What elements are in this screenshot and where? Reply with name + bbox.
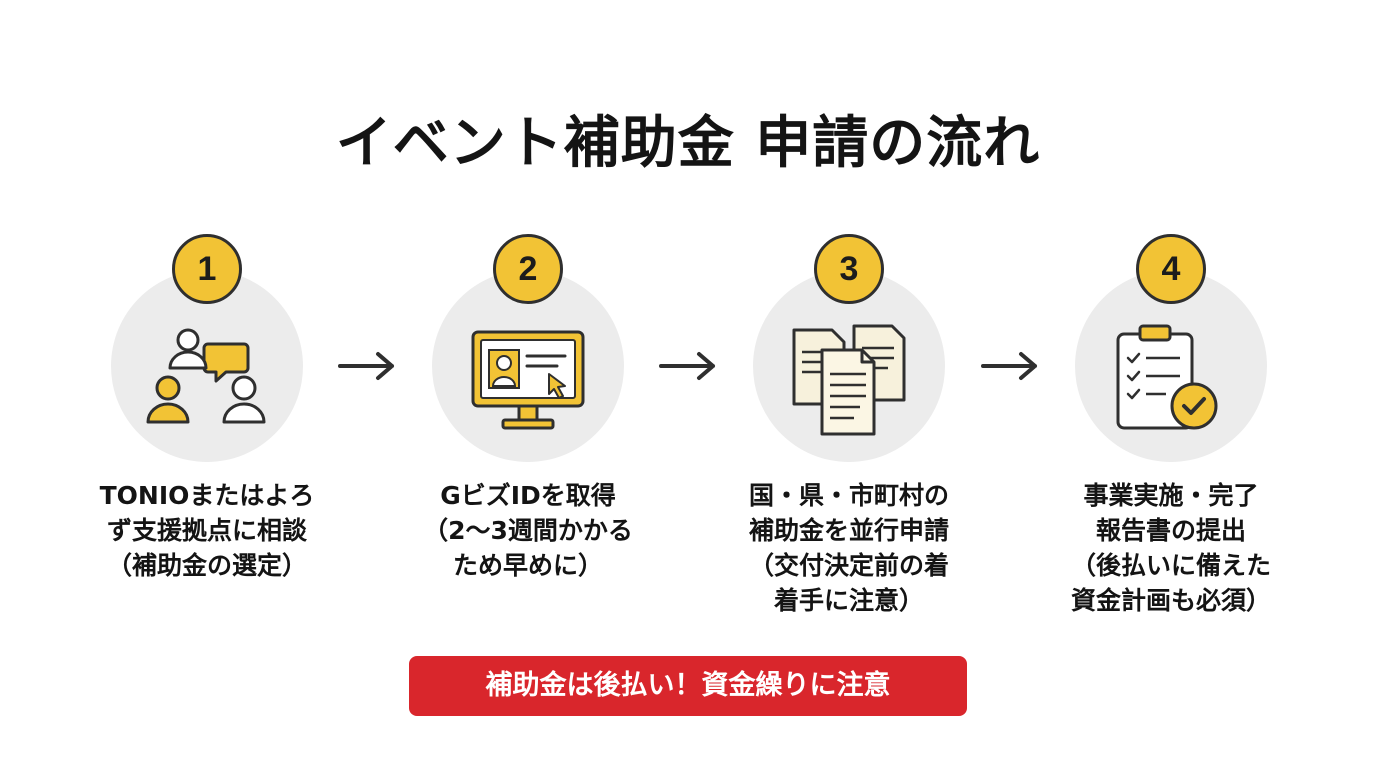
- step-3: 3 国・県・市町村の 補助金を並行申請 （交付決定前の着 着手に注意）: [719, 234, 979, 634]
- step-4: 4 事業実施・完了 報告書の提出 （後払いに備えた 資金計画も必須）: [1041, 234, 1301, 634]
- consultation-people-icon: [146, 328, 266, 424]
- step-3-line: （交付決定前の着: [748, 551, 949, 580]
- step-1-line: ず支援拠点に相談: [106, 516, 307, 545]
- step-4-line: 報告書の提出: [1095, 516, 1246, 545]
- step-4-line: 資金計画も必須）: [1070, 586, 1271, 615]
- clipboard-check-icon: [1116, 324, 1218, 430]
- computer-id-icon: [471, 330, 585, 430]
- page-title: イベント補助金 申請の流れ: [335, 111, 1041, 176]
- step-4-line: （後払いに備えた: [1070, 551, 1271, 580]
- documents-icon: [792, 324, 906, 436]
- step-3-line: 国・県・市町村の: [748, 481, 949, 510]
- arrow-right-icon: [338, 352, 394, 380]
- step-4-number-badge: 4: [1136, 234, 1206, 304]
- arrow-right-icon: [981, 352, 1037, 380]
- step-1-description: TONIOまたはよろ ず支援拠点に相談 （補助金の選定）: [77, 478, 337, 583]
- step-3-number-badge: 3: [814, 234, 884, 304]
- step-1-line: （補助金の選定）: [106, 551, 307, 580]
- step-4-description: 事業実施・完了 報告書の提出 （後払いに備えた 資金計画も必須）: [1041, 478, 1301, 618]
- step-2: 2 GビズIDを取得 （2〜3週間かかる ため早めに）: [398, 234, 658, 634]
- step-2-line: GビズIDを取得: [440, 481, 616, 510]
- arrow-right-icon: [659, 352, 715, 380]
- step-1-number-badge: 1: [172, 234, 242, 304]
- step-2-number-badge: 2: [493, 234, 563, 304]
- step-1: 1 TONIOまたはよろ ず支援拠点に相談 （補助金の選定）: [77, 234, 337, 634]
- payment-warning-banner: 補助金は後払い！資金繰りに注意: [409, 656, 967, 716]
- step-4-line: 事業実施・完了: [1083, 481, 1259, 510]
- step-2-description: GビズIDを取得 （2〜3週間かかる ため早めに）: [398, 478, 658, 583]
- step-3-description: 国・県・市町村の 補助金を並行申請 （交付決定前の着 着手に注意）: [719, 478, 979, 618]
- step-2-line: （2〜3週間かかる: [423, 516, 633, 545]
- step-2-line: ため早めに）: [452, 551, 603, 580]
- step-3-line: 補助金を並行申請: [748, 516, 949, 545]
- step-1-line: TONIOまたはよろ: [99, 481, 315, 510]
- step-3-line: 着手に注意）: [773, 586, 924, 615]
